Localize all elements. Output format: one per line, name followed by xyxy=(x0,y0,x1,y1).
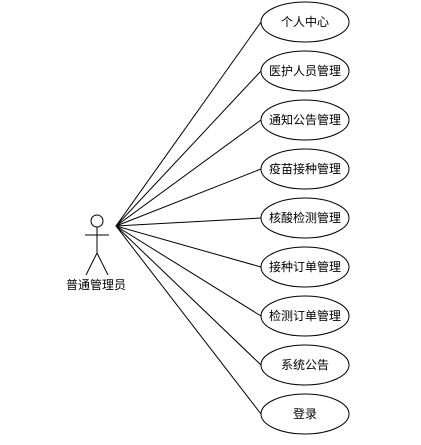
use-case-label: 登录 xyxy=(293,406,317,421)
use-case-ellipse xyxy=(260,99,350,141)
use-case-label: 疫苗接种管理 xyxy=(269,161,341,176)
use-case: 核酸检测管理 xyxy=(260,197,350,239)
use-case-label: 医护人员管理 xyxy=(269,63,341,78)
use-case: 个人中心 xyxy=(260,1,350,43)
association-line xyxy=(115,119,262,227)
use-case-ellipse xyxy=(260,344,350,386)
use-case-ellipse xyxy=(260,50,350,92)
use-case-ellipse xyxy=(260,1,350,43)
use-cases: 个人中心医护人员管理通知公告管理疫苗接种管理核酸检测管理接种订单管理检测订单管理… xyxy=(260,1,350,435)
use-case-label: 检测订单管理 xyxy=(269,308,341,323)
use-case-ellipse xyxy=(260,197,350,239)
association-line xyxy=(115,70,262,227)
use-case-ellipse xyxy=(260,148,350,190)
use-case: 疫苗接种管理 xyxy=(260,148,350,190)
use-case-label: 系统公告 xyxy=(281,358,329,372)
association-line xyxy=(115,21,262,227)
use-case-label: 接种订单管理 xyxy=(269,259,341,274)
actor-head xyxy=(90,214,104,228)
association-lines xyxy=(115,21,262,415)
use-case-ellipse xyxy=(260,295,350,337)
association-line xyxy=(115,225,262,366)
actor-label: 普通管理员 xyxy=(66,277,126,292)
use-case-label: 通知公告管理 xyxy=(269,112,341,127)
use-case: 医护人员管理 xyxy=(260,50,350,92)
association-line xyxy=(115,225,262,317)
association-line xyxy=(115,168,262,227)
use-case-ellipse xyxy=(260,393,350,435)
association-line xyxy=(115,217,262,227)
use-case: 系统公告 xyxy=(260,344,350,386)
association-line xyxy=(115,225,262,415)
use-case: 接种订单管理 xyxy=(260,246,350,288)
use-case-ellipse xyxy=(260,246,350,288)
use-case: 通知公告管理 xyxy=(260,99,350,141)
actor: 普通管理员 xyxy=(66,214,126,292)
use-case-label: 核酸检测管理 xyxy=(269,210,341,225)
actor-left-leg xyxy=(85,252,98,276)
use-case: 登录 xyxy=(260,393,350,435)
use-case: 检测订单管理 xyxy=(260,295,350,337)
actor-right-leg xyxy=(96,252,109,276)
association-line xyxy=(115,225,262,268)
use-case-label: 个人中心 xyxy=(281,14,329,29)
